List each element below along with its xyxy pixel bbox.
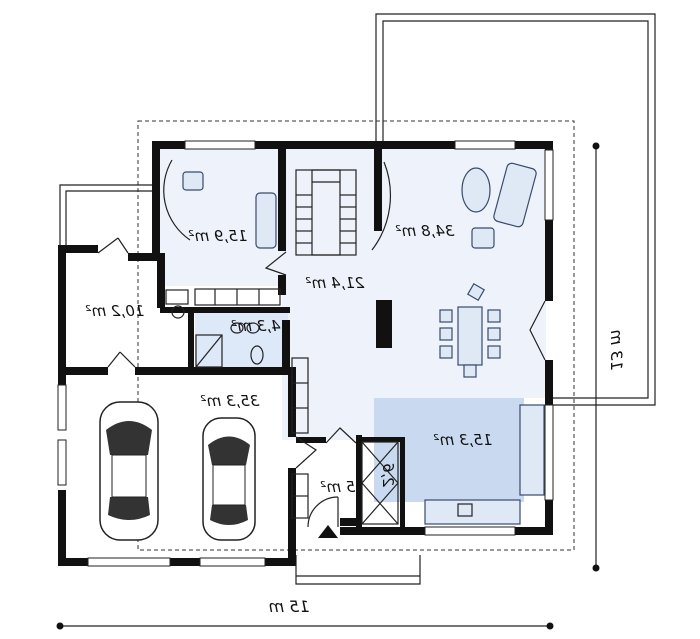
sofa-living — [493, 162, 537, 228]
label-bedroom: 15,9 m² — [189, 227, 248, 245]
label-utility: 10,2 m² — [86, 302, 145, 320]
coffee-table — [461, 167, 491, 213]
depth-dimension — [592, 142, 600, 572]
room-fills — [160, 148, 546, 502]
shower — [195, 334, 223, 368]
width-dimension — [56, 622, 554, 630]
armchair-bedroom — [182, 171, 204, 191]
kitchen-counter — [519, 404, 545, 496]
label-garage: 35,3 m² — [201, 392, 260, 410]
room-labels: 15,9 m² 21,4 m² 34,8 m² 10,2 m² 4,3 m² 3… — [86, 222, 493, 496]
boiler — [165, 289, 189, 305]
sofa-bedroom — [255, 192, 277, 249]
roof-outline — [137, 120, 575, 551]
chair — [439, 345, 453, 359]
car-left — [99, 401, 159, 541]
terrace-outline — [375, 13, 656, 406]
depth-label: 13 m — [607, 329, 626, 370]
car-right — [202, 417, 256, 541]
label-living: 34,8 m² — [396, 222, 455, 240]
wardrobes — [194, 288, 399, 525]
chair — [463, 364, 477, 378]
label-pantry: 2,6 — [379, 463, 397, 487]
staircase — [295, 169, 357, 256]
sink-utility — [171, 305, 185, 319]
chair — [466, 282, 486, 302]
kitchen-sink — [457, 503, 473, 517]
doors — [97, 159, 546, 528]
chair — [487, 327, 501, 341]
armchair-living — [471, 227, 495, 249]
label-bathroom: 4,3 m² — [231, 317, 280, 335]
label-kitchen: 15,3 m² — [434, 431, 493, 449]
chair — [439, 327, 453, 341]
entrance-step — [295, 555, 421, 585]
label-hall: 21,4 m² — [306, 274, 365, 292]
entrance-arrow — [318, 525, 338, 538]
label-vestibule: 5 m² — [321, 478, 356, 496]
chair — [439, 309, 453, 323]
dining-table — [457, 306, 483, 366]
chair — [487, 345, 501, 359]
furniture — [165, 162, 545, 525]
side-canopy — [59, 184, 152, 245]
chair — [487, 309, 501, 323]
washbasin — [246, 322, 260, 334]
toilet — [250, 345, 264, 365]
width-label: 15 m — [268, 597, 309, 616]
windows — [57, 140, 554, 567]
washbasin — [230, 322, 244, 334]
